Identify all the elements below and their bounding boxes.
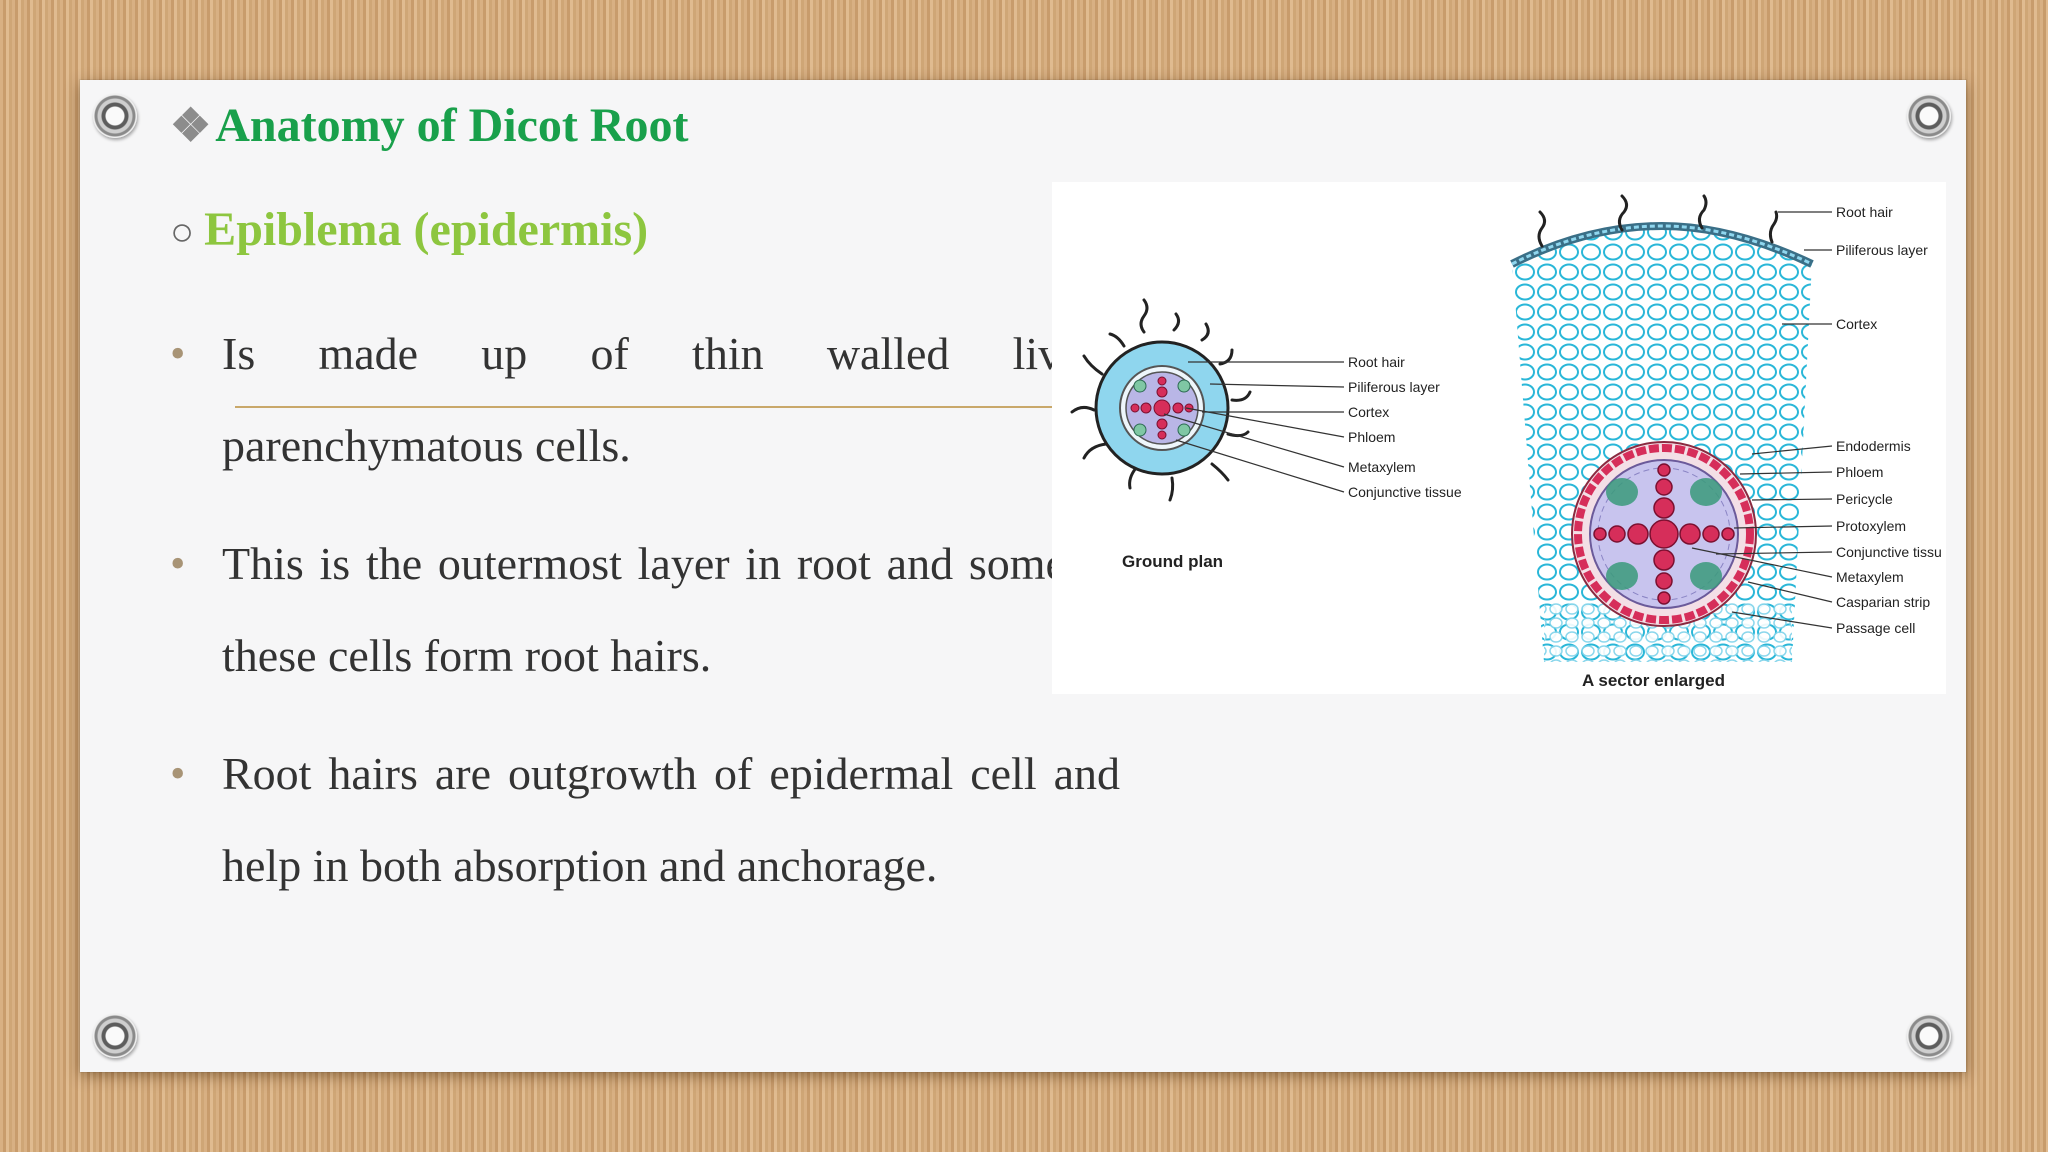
- ground-plan-caption: Ground plan: [1122, 552, 1223, 571]
- slide-subtitle: ○Epiblema (epidermis): [170, 202, 648, 257]
- grommet-icon: [1907, 1014, 1951, 1058]
- sector-label-cortex: Cortex: [1836, 316, 1877, 332]
- bullet-item: Root hairs are outgrowth of epidermal ce…: [170, 728, 1120, 912]
- sector-label-root-hair: Root hair: [1836, 204, 1893, 220]
- sector-label-endodermis: Endodermis: [1836, 438, 1911, 454]
- ground-plan-label-phloem: Phloem: [1348, 429, 1395, 445]
- ground-plan-label-conjunctive-tissue: Conjunctive tissue: [1348, 484, 1462, 500]
- sector-label-piliferous-layer: Piliferous layer: [1836, 242, 1928, 258]
- sector-label-passage-cell: Passage cell: [1836, 620, 1915, 636]
- sector-enlarged-figure: Root hair Piliferous layer Cortex Endode…: [1510, 194, 1942, 690]
- ground-plan-label-piliferous-layer: Piliferous layer: [1348, 379, 1440, 395]
- ground-plan-figure: Root hair Piliferous layer Cortex Phloem…: [1070, 298, 1462, 571]
- grommet-icon: [93, 1014, 137, 1058]
- sector-label-metaxylem: Metaxylem: [1836, 569, 1904, 585]
- slide-title-text: Anatomy of Dicot Root: [215, 99, 689, 152]
- bullet-item: This is the outermost layer in root and …: [170, 518, 1120, 702]
- slide: ❖Anatomy of Dicot Root ○Epiblema (epider…: [80, 80, 1966, 1072]
- grommet-icon: [93, 94, 137, 138]
- bullet-item: Is made up of thin walled living parench…: [170, 308, 1120, 492]
- ground-plan-label-root-hair: Root hair: [1348, 354, 1405, 370]
- sector-label-protoxylem: Protoxylem: [1836, 518, 1906, 534]
- sector-label-phloem: Phloem: [1836, 464, 1883, 480]
- sector-label-conjunctive-tissue: Conjunctive tissu: [1836, 544, 1942, 560]
- hollow-circle-icon: ○: [170, 209, 195, 254]
- sector-caption: A sector enlarged: [1582, 671, 1725, 690]
- diamond-cluster-icon: ❖: [170, 100, 212, 151]
- slide-title: ❖Anatomy of Dicot Root: [170, 98, 689, 153]
- bullet-list: Is made up of thin walled living parench…: [170, 308, 1120, 938]
- sector-label-casparian-strip: Casparian strip: [1836, 594, 1930, 610]
- dicot-root-diagram: Root hair Piliferous layer Cortex Phloem…: [1052, 182, 1946, 694]
- root-cross-section-illustration: Root hair Piliferous layer Cortex Phloem…: [1070, 194, 1942, 690]
- grommet-icon: [1907, 94, 1951, 138]
- sector-label-pericycle: Pericycle: [1836, 491, 1893, 507]
- ground-plan-label-metaxylem: Metaxylem: [1348, 459, 1416, 475]
- ground-plan-label-cortex: Cortex: [1348, 404, 1389, 420]
- slide-subtitle-text: Epiblema (epidermis): [204, 203, 649, 256]
